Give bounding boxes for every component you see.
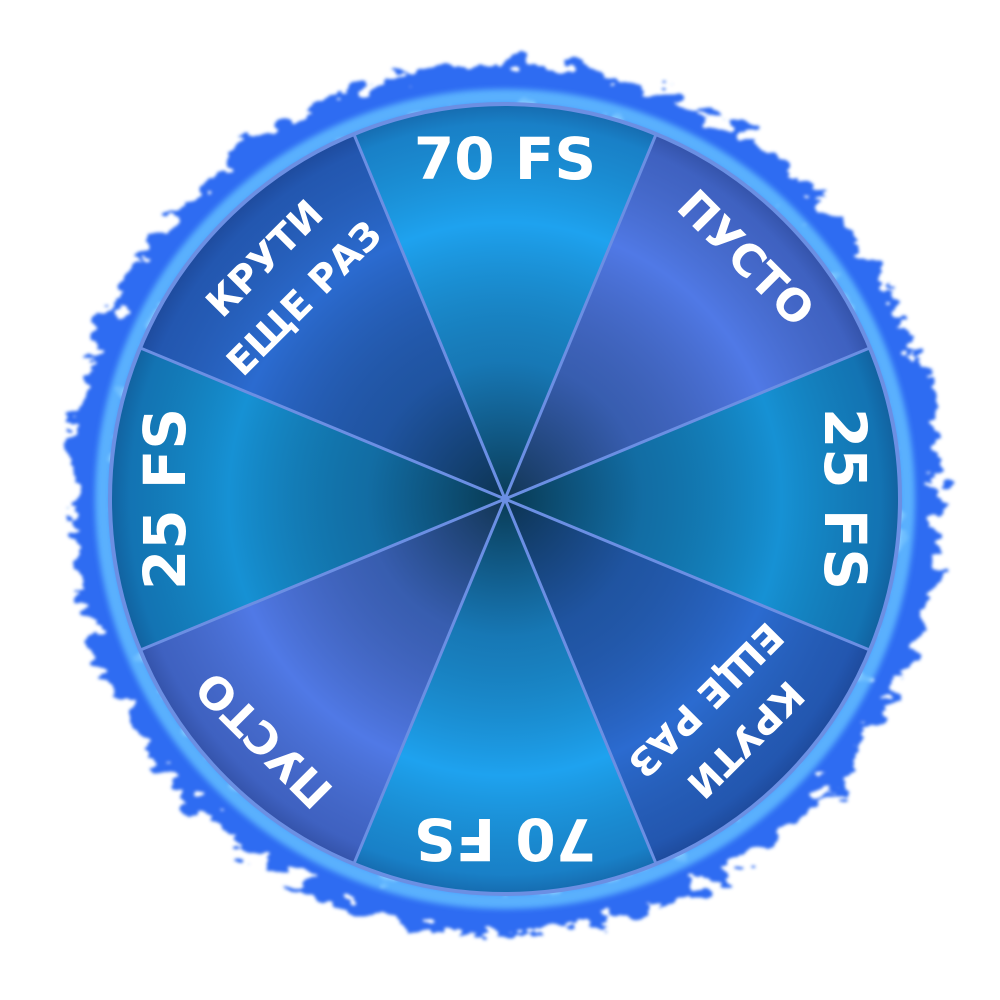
- segment-divider: [352, 133, 507, 500]
- segment-label-line: 70 FS: [414, 805, 596, 873]
- wheel-center: [501, 495, 509, 503]
- flame-ring: [70, 64, 940, 934]
- segment-divider: [504, 497, 871, 652]
- segment-label: 25 FS: [811, 408, 879, 590]
- segment-label: 70 FS: [414, 805, 596, 873]
- segment-divider: [139, 497, 506, 652]
- segment-label-line: 70 FS: [414, 125, 596, 193]
- segment-divider: [139, 346, 506, 501]
- segment-divider: [503, 498, 658, 865]
- wheel-rim: [108, 102, 902, 896]
- segment-label: 25 FS: [131, 408, 199, 590]
- segment-label-line: 25 FS: [811, 408, 879, 590]
- segment-divider: [503, 133, 658, 500]
- segment-divider: [352, 498, 507, 865]
- segment-label-line: 25 FS: [131, 408, 199, 590]
- segment-label: 70 FS: [414, 125, 596, 193]
- segment-divider: [504, 346, 871, 501]
- segment-dividers: [139, 133, 871, 865]
